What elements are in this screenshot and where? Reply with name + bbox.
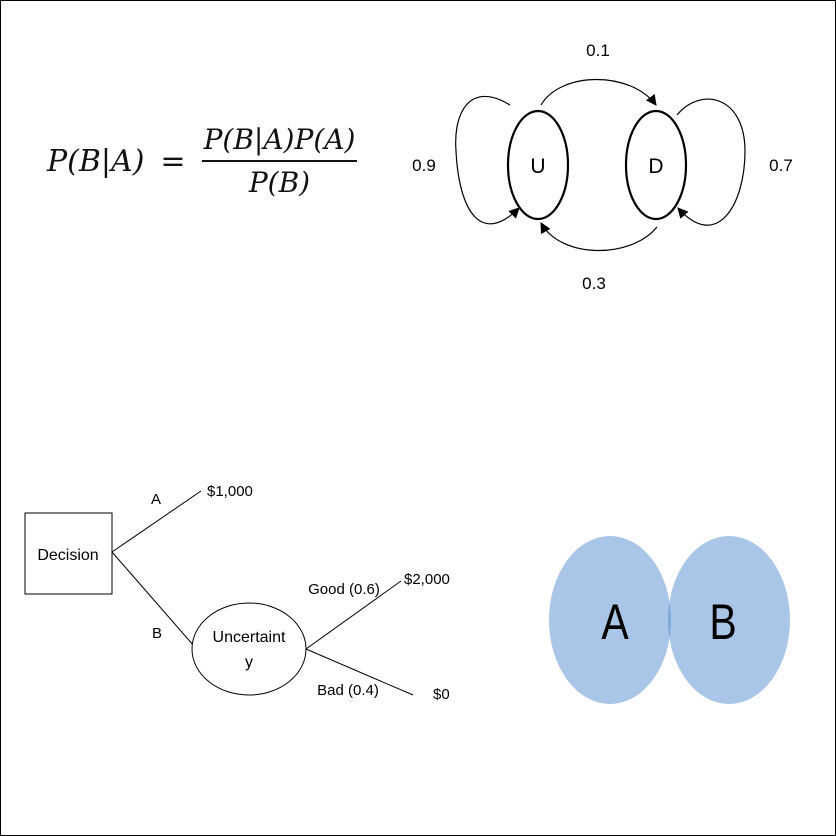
payoff-good: $2,000 <box>404 571 450 588</box>
chance-node-label-line1: Uncertaint <box>213 629 286 646</box>
formula-fraction: P(B|A)P(A) P(B) <box>201 123 358 199</box>
venn-label-a: A <box>601 594 629 650</box>
branch-bad-line <box>305 648 414 696</box>
prob-d-self: 0.7 <box>769 156 793 175</box>
branch-good-line <box>305 580 402 650</box>
self-loop-u <box>455 95 520 225</box>
formula-numerator: P(B|A)P(A) <box>203 123 356 157</box>
branch-b-label: B <box>152 625 162 642</box>
venn-label-b: B <box>709 594 736 650</box>
chance-node-label-line2: y <box>245 654 253 671</box>
state-d-label: D <box>648 155 663 178</box>
branch-a-label: A <box>151 491 161 508</box>
decision-node-label: Decision <box>37 547 98 564</box>
payoff-bad: $0 <box>433 686 450 703</box>
state-u-node <box>506 109 570 221</box>
branch-bad-label: Bad (0.4) <box>317 682 379 699</box>
transition-arrow-d-to-u <box>540 222 658 252</box>
transition-arrow-u-to-d <box>540 79 657 106</box>
venn-diagram: A B <box>549 536 790 704</box>
prob-d-to-u: 0.3 <box>582 274 606 293</box>
state-d-node <box>624 109 688 221</box>
venn-set-a <box>549 536 671 704</box>
chance-node <box>191 602 307 696</box>
fraction-bar <box>201 160 358 162</box>
state-u-label: U <box>530 155 545 178</box>
decision-tree: Decision A B $1,000 Uncertaint y Good (0… <box>24 483 450 703</box>
formula-denominator: P(B) <box>248 165 311 199</box>
branch-b-line <box>111 551 195 647</box>
prob-u-to-d: 0.1 <box>586 41 610 60</box>
formula-lhs: P(B|A) <box>47 143 145 179</box>
payoff-a: $1,000 <box>207 483 253 500</box>
formula-equals: = <box>160 143 186 179</box>
self-loop-d <box>676 98 746 226</box>
bayes-formula: P(B|A) = P(B|A)P(A) P(B) <box>47 113 358 209</box>
branch-good-label: Good (0.6) <box>308 581 380 598</box>
decision-node <box>24 512 113 595</box>
prob-u-self: 0.9 <box>412 156 436 175</box>
branch-a-line <box>111 490 202 553</box>
venn-set-b <box>668 536 790 704</box>
